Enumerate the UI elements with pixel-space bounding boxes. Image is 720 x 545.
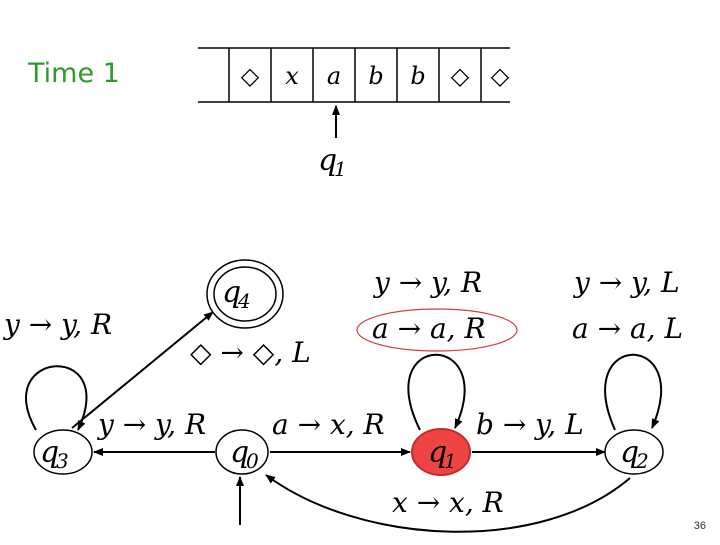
state-q1: q 1 <box>411 428 471 476</box>
label-q1-q2: b → y, L <box>476 408 584 441</box>
label-q2-loop-2: a → a, L <box>572 312 683 345</box>
tape-cell-5: b <box>410 62 425 90</box>
state-q2-name: q <box>620 435 639 470</box>
state-q2-circle <box>604 429 664 475</box>
tape-cell-1: ◇ <box>241 62 260 90</box>
read-head-state-sub: 1 <box>334 157 347 181</box>
tape-cell-2: x <box>285 62 299 90</box>
state-q0: q 0 <box>215 429 269 475</box>
state-q4-inner-circle <box>213 266 277 322</box>
state-q0-sub: 0 <box>246 449 259 473</box>
label-q2-q0: x → x, R <box>392 486 504 519</box>
state-q4-outer-circle <box>206 259 284 329</box>
tape-cell-6: ◇ <box>451 62 470 90</box>
tape: ◇ x a b b ◇ ◇ <box>198 47 510 103</box>
state-q3: q 3 <box>33 429 93 475</box>
q1-self-loop <box>407 353 466 431</box>
tape-cell-3: a <box>327 62 341 90</box>
slide-number: 36 <box>693 520 706 532</box>
state-q2: q 2 <box>604 429 664 475</box>
state-q1-sub: 1 <box>444 449 457 473</box>
label-q0-q1: a → x, R <box>272 408 385 441</box>
state-q1-circle <box>411 428 471 476</box>
label-q0-q3: y → y, R <box>96 408 206 441</box>
q3-self-loop <box>25 365 88 431</box>
q2-self-loop <box>604 353 663 431</box>
state-q4-accepting: q 4 <box>206 259 284 329</box>
tape-cell-4: b <box>368 62 383 90</box>
state-q3-name: q <box>40 435 59 470</box>
read-head-state: q 1 <box>318 143 347 181</box>
state-q3-sub: 3 <box>56 449 69 473</box>
state-q2-sub: 2 <box>635 449 649 473</box>
tape-cell-7: ◇ <box>491 62 510 90</box>
edge-q3-q4 <box>71 311 214 429</box>
current-transition-highlight <box>356 308 518 352</box>
label-q1-loop-1: y → y, R <box>372 266 482 299</box>
state-q4-sub: 4 <box>237 289 251 313</box>
label-q0-q4: ◇ → ◇, L <box>190 336 311 369</box>
state-q1-name: q <box>428 435 447 470</box>
state-q4-name: q <box>222 275 241 310</box>
label-q1-loop-2: a → a, R <box>372 312 486 345</box>
read-head-state-name: q <box>318 143 337 178</box>
edge-q2-q0 <box>265 474 631 533</box>
state-q0-circle <box>215 429 269 475</box>
time-label: Time 1 <box>28 58 120 89</box>
state-q3-circle <box>33 429 93 475</box>
state-q0-name: q <box>230 435 249 470</box>
label-q2-loop-1: y → y, L <box>572 266 680 299</box>
label-q3-loop: y → y, R <box>2 308 112 341</box>
